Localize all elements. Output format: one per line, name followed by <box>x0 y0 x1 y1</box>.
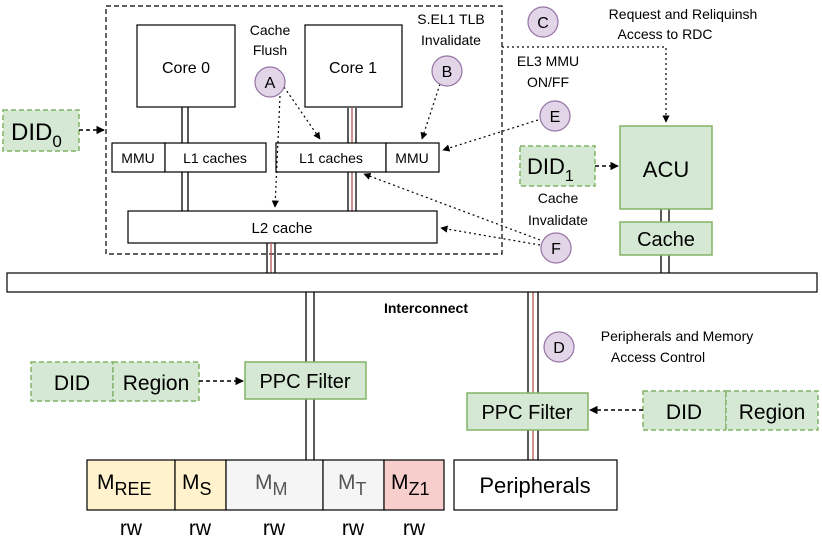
svg-text:F: F <box>551 241 561 258</box>
did1-box: DID1 <box>519 145 596 187</box>
interconnect-bus: Interconnect <box>6 272 818 316</box>
mmu-right: MMU <box>385 142 440 173</box>
svg-text:PPC Filter: PPC Filter <box>481 402 572 424</box>
marker-d: D Peripherals and Memory Access Control <box>543 328 754 365</box>
core1-l1-connection <box>347 108 357 211</box>
memory-regions: MREE MS MM MT MZ1 rw rw rw rw rw <box>86 459 445 540</box>
interconnect-label: Interconnect <box>384 300 468 316</box>
memory-z1-label: MZ1 <box>391 471 430 499</box>
memory-m-label: MM <box>255 471 288 499</box>
marker-f-label-2: Invalidate <box>528 212 588 228</box>
marker-d-label-2: Access Control <box>611 349 705 365</box>
marker-b: B S.EL1 TLB Invalidate <box>417 11 485 87</box>
svg-text:L1 caches: L1 caches <box>299 150 363 166</box>
marker-a-label-1: Cache <box>250 22 291 38</box>
peripherals-box: Peripherals <box>453 459 618 511</box>
did-region-right: DID Region <box>642 390 819 431</box>
l1-caches-left: L1 caches <box>164 142 267 173</box>
interconnect-ppc-right-connection <box>527 292 539 460</box>
region-left-label: Region <box>123 372 190 395</box>
did0-box: DID0 <box>2 109 80 152</box>
memory-ree-perm: rw <box>120 517 143 540</box>
acu-block: ACU <box>619 125 713 210</box>
arrow-e-to-mmu <box>442 119 539 152</box>
svg-text:D: D <box>553 340 565 357</box>
core-1-label: Core 1 <box>329 60 377 77</box>
marker-e-label-2: ON/FF <box>527 74 569 90</box>
marker-e-label-1: EL3 MMU <box>517 53 579 69</box>
memory-s-label: MS <box>182 471 212 499</box>
svg-text:MMU: MMU <box>121 150 154 166</box>
memory-m-perm: rw <box>263 517 286 540</box>
arrow-a-to-l2 <box>271 95 281 208</box>
core-0: Core 0 <box>136 24 236 108</box>
interconnect-ppc-left-connection <box>305 292 315 460</box>
svg-text:L2 cache: L2 cache <box>252 220 313 237</box>
marker-f: F Cache Invalidate <box>528 190 588 264</box>
core-0-label: Core 0 <box>162 60 210 77</box>
arrow-a-to-l1 <box>283 86 321 140</box>
l1-caches-right: L1 caches <box>275 142 387 173</box>
svg-text:B: B <box>442 64 453 81</box>
svg-text:MMU: MMU <box>395 150 428 166</box>
marker-a-label-2: Flush <box>253 42 287 58</box>
svg-text:DID1: DID1 <box>527 154 574 185</box>
arrow-b-to-mmu <box>420 83 441 140</box>
marker-b-label-1: S.EL1 TLB <box>417 11 484 27</box>
svg-text:ACU: ACU <box>643 157 689 182</box>
memory-z1-perm: rw <box>403 517 426 540</box>
marker-b-label-2: Invalidate <box>421 32 481 48</box>
cluster-boundary <box>105 5 503 255</box>
memory-s-perm: rw <box>189 517 212 540</box>
marker-c-label-1: Request and Reliquinsh <box>609 6 758 22</box>
ppc-filter-right: PPC Filter <box>466 392 589 431</box>
did-right-label: DID <box>666 401 702 424</box>
memory-region-s <box>174 459 227 511</box>
svg-text:L1 caches: L1 caches <box>183 150 247 166</box>
did-region-left: DID Region <box>30 361 200 402</box>
memory-t-perm: rw <box>342 517 365 540</box>
acu-cache: Cache <box>619 221 713 256</box>
svg-text:A: A <box>265 75 276 92</box>
arrow-f-to-l2 <box>440 225 541 246</box>
memory-t-label: MT <box>338 471 367 499</box>
l2-cache: L2 cache <box>127 210 438 244</box>
memory-ree-label: MREE <box>97 471 152 499</box>
marker-c: C Request and Reliquinsh Access to RDC <box>527 6 758 42</box>
memory-region-z1 <box>383 459 445 511</box>
did-left-label: DID <box>54 372 90 395</box>
memory-region-m <box>225 459 324 511</box>
mmu-left: MMU <box>111 142 166 173</box>
svg-text:Cache: Cache <box>637 229 695 251</box>
svg-text:E: E <box>550 109 561 126</box>
svg-text:PPC Filter: PPC Filter <box>259 371 350 393</box>
arrow-f-to-l1 <box>363 172 541 241</box>
acu-interconnect-connection <box>660 209 670 273</box>
marker-d-label-1: Peripherals and Memory <box>601 328 754 344</box>
svg-text:DID0: DID0 <box>11 119 62 151</box>
ppc-filter-left: PPC Filter <box>244 361 367 400</box>
svg-text:C: C <box>537 15 549 32</box>
marker-f-label-1: Cache <box>538 190 579 206</box>
svg-text:Peripherals: Peripherals <box>479 473 590 498</box>
marker-a: A Cache Flush <box>250 22 291 98</box>
marker-e: E EL3 MMU ON/FF <box>517 53 579 132</box>
core0-l1-connection <box>181 107 189 211</box>
core-1: Core 1 <box>304 24 403 108</box>
memory-region-t <box>322 459 385 511</box>
region-right-label: Region <box>739 401 806 424</box>
marker-c-label-2: Access to RDC <box>618 26 713 42</box>
